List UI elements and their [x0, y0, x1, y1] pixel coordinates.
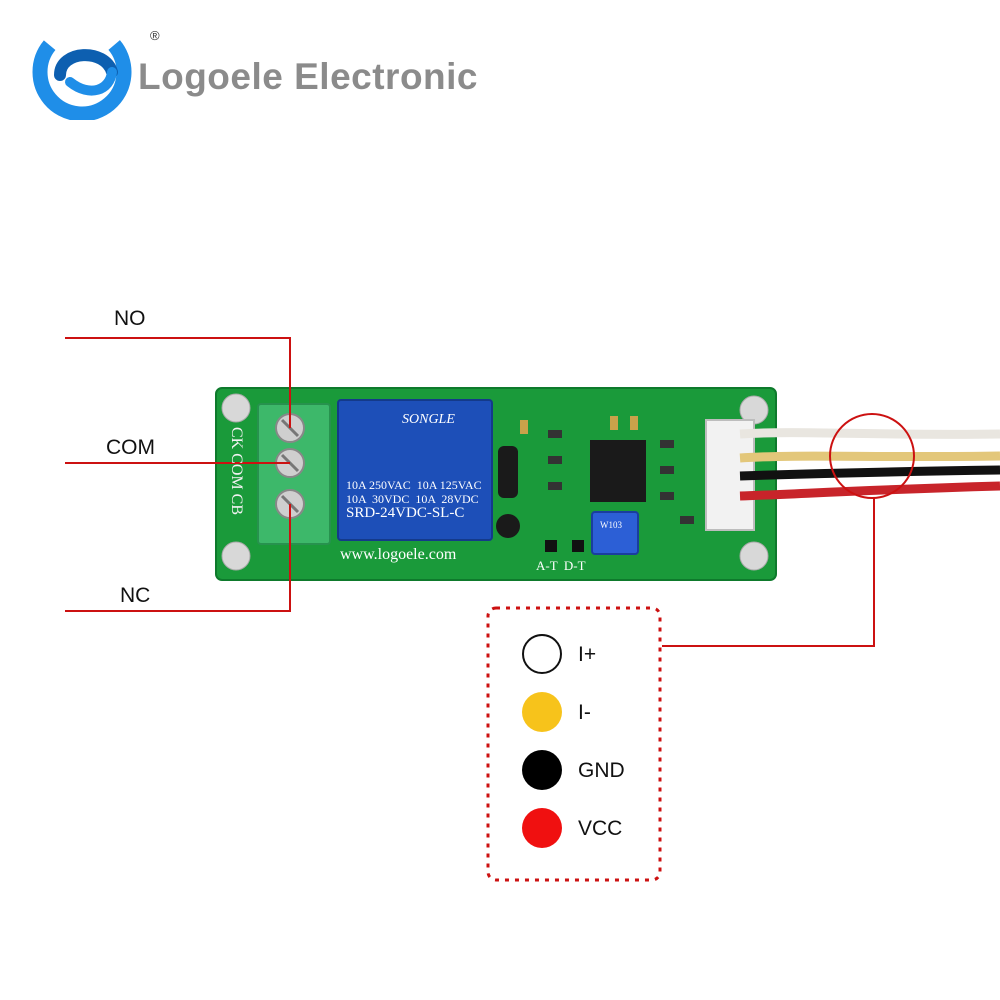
wire-legend: I+ I- GND VCC	[488, 608, 660, 880]
legend-label: VCC	[578, 817, 623, 840]
wire-red	[739, 481, 1000, 501]
wire-dot-black	[522, 750, 562, 790]
terminal-label-com: COM	[106, 436, 155, 459]
potentiometer	[591, 511, 639, 555]
logo-icon	[32, 22, 132, 120]
relay-brand: SONGLE	[402, 412, 455, 427]
smd-component	[520, 420, 528, 434]
relay	[337, 399, 493, 541]
legend-item: I-	[522, 692, 652, 734]
wire-dot-red	[522, 808, 562, 848]
smd-component	[630, 416, 638, 430]
relay-rating-line1: 10A 250VAC 10A 125VAC	[346, 478, 482, 492]
brand-header: ® Logoele Electronic	[30, 20, 550, 120]
nc-leader-line	[65, 504, 291, 612]
smd-component	[660, 440, 674, 448]
mount-hole	[221, 393, 251, 423]
wire-black	[739, 465, 1000, 481]
no-leader-line	[65, 337, 291, 428]
relay-model: SRD-24VDC-SL-C	[346, 505, 465, 521]
legend-label: GND	[578, 759, 625, 782]
mount-hole	[221, 541, 251, 571]
jumper-pin	[545, 540, 557, 552]
smd-component	[548, 430, 562, 438]
legend-leader-line	[662, 498, 875, 647]
relay-rating-line2: 10A 30VDC 10A 28VDC	[346, 492, 479, 506]
terminal-label-no: NO	[114, 307, 146, 330]
smd-component	[548, 482, 562, 490]
legend-label: I-	[578, 701, 591, 724]
legend-item: I+	[522, 634, 652, 676]
terminal-silkscreen: CK COM CB	[228, 426, 246, 516]
smd-component	[660, 492, 674, 500]
terminal-label-nc: NC	[120, 584, 151, 607]
jumper-pin	[572, 540, 584, 552]
smd-component	[660, 466, 674, 474]
transistor	[496, 514, 520, 538]
legend-item: VCC	[522, 808, 652, 850]
jumper-labels: A-T D-T	[536, 558, 586, 573]
legend-border	[486, 606, 662, 882]
wire-highlight-circle	[829, 413, 915, 499]
wire-yellow	[739, 451, 1000, 463]
mount-hole	[739, 541, 769, 571]
wire-dot-yellow	[522, 692, 562, 732]
registered-mark: ®	[150, 28, 160, 43]
legend-item: GND	[522, 750, 652, 792]
board-url: www.logoele.com	[340, 546, 457, 563]
smd-component	[680, 516, 694, 524]
wire-dot-white	[522, 634, 562, 674]
transistor	[498, 446, 518, 498]
smd-component	[548, 456, 562, 464]
ic-chip	[590, 440, 646, 502]
wire-white	[739, 428, 1000, 439]
legend-label: I+	[578, 643, 597, 666]
smd-component	[610, 416, 618, 430]
brand-name: Logoele Electronic	[138, 56, 479, 97]
potentiometer-label: W103	[600, 520, 622, 530]
